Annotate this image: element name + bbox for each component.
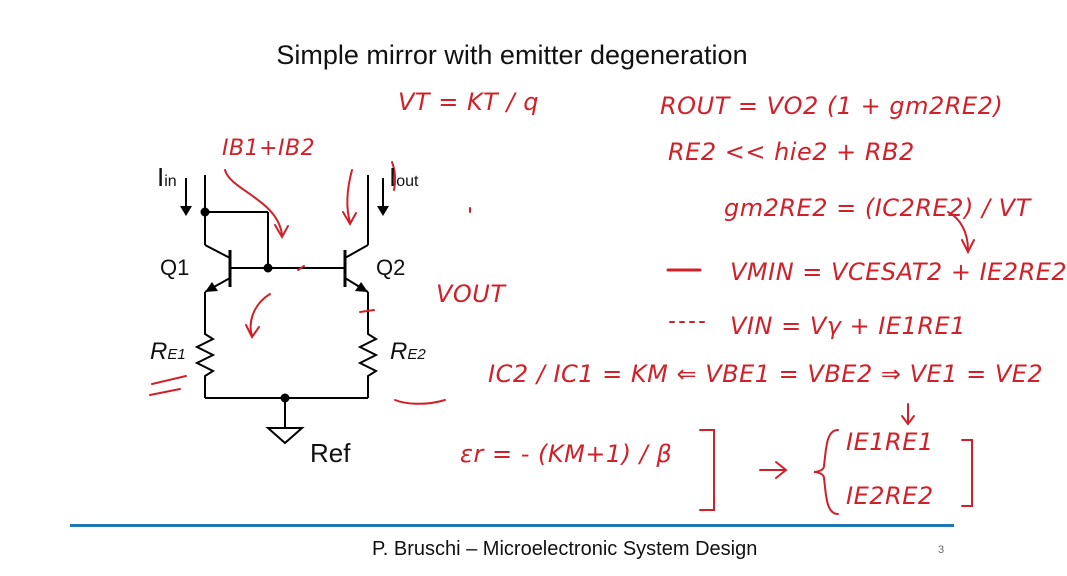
gm-curve-arrow bbox=[947, 211, 969, 251]
iin-label: Iin bbox=[157, 162, 177, 193]
brace-left bbox=[813, 429, 839, 515]
implies-arrow bbox=[759, 461, 788, 479]
vin-formula: VIN = Vγ + IE1RE1 bbox=[730, 312, 966, 340]
iin-label-main: I bbox=[157, 162, 165, 192]
down-arrow-vin bbox=[901, 403, 915, 426]
footer-rule bbox=[70, 524, 954, 527]
error-formula: εr = - (KM+1) / β bbox=[460, 440, 673, 468]
re1-underline-1 bbox=[151, 375, 187, 385]
ib-sum-note: IB1+IB2 bbox=[222, 136, 316, 161]
re1-resistor bbox=[194, 328, 216, 398]
iout-label-main: I bbox=[389, 162, 397, 192]
q2-emitter-mark bbox=[359, 309, 375, 313]
ie1re1-note: IE1RE1 bbox=[846, 428, 934, 456]
handwritten-strokes bbox=[666, 211, 975, 515]
footer-text: P. Bruschi – Microelectronic System Desi… bbox=[372, 538, 758, 560]
ref-label: Ref bbox=[310, 438, 351, 468]
slide-title: Simple mirror with emitter degeneration bbox=[276, 40, 748, 70]
q2-collector-diag bbox=[344, 244, 369, 259]
vt-formula: VT = KT / q bbox=[398, 88, 539, 116]
emitter-current-arrow bbox=[249, 293, 271, 336]
gm-formula: gm2RE2 = (IC2RE2) / VT bbox=[724, 194, 1031, 222]
re1-label-main: R bbox=[150, 338, 168, 365]
re1-label: RE1 bbox=[150, 338, 186, 366]
q1-emitter-arrowhead bbox=[205, 282, 218, 292]
ib-arrow-right-head bbox=[342, 211, 357, 227]
brace-right bbox=[961, 439, 973, 507]
re2-label-sub: E2 bbox=[407, 346, 426, 363]
ie2re2-note: IE2RE2 bbox=[846, 482, 934, 510]
gm-curve-arrow-head bbox=[961, 239, 975, 255]
q2-label: Q2 bbox=[376, 255, 406, 280]
iout-arrowhead bbox=[377, 206, 389, 216]
ratio-formula: IC2 / IC1 = KM ⇐ VBE1 = VBE2 ⇒ VE1 = VE2 bbox=[488, 360, 1044, 388]
re1-underline-2 bbox=[149, 388, 181, 396]
q1-label: Q1 bbox=[160, 255, 190, 280]
base-mark bbox=[297, 265, 305, 271]
node-ref bbox=[280, 393, 290, 403]
ib-arrow-left-head bbox=[274, 224, 289, 240]
circuit-schematic bbox=[149, 161, 471, 445]
re2-label-main: R bbox=[390, 338, 408, 365]
q2-emitter-arrowhead bbox=[355, 282, 368, 292]
iout-label: Iout bbox=[389, 162, 418, 193]
iout-tick bbox=[391, 161, 397, 191]
re2-underline bbox=[394, 399, 446, 405]
emitter-current-arrow-head bbox=[245, 324, 260, 339]
node-q1-collector bbox=[200, 207, 210, 217]
re2-condition: RE2 << hie2 + RB2 bbox=[668, 138, 915, 166]
vmin-formula: VMIN = VCESAT2 + IE2RE2 bbox=[730, 258, 1067, 286]
re2-resistor bbox=[357, 328, 379, 398]
node-base bbox=[263, 263, 273, 273]
vout-note: VOUT bbox=[436, 280, 506, 308]
re2-label: RE2 bbox=[390, 338, 426, 366]
page-number: 3 bbox=[938, 544, 945, 556]
q1-collector-diag bbox=[204, 244, 231, 259]
iin-arrowhead bbox=[180, 206, 192, 216]
re1-label-sub: E1 bbox=[167, 346, 186, 363]
ib-arrow-right bbox=[346, 169, 353, 223]
ref-ground-symbol bbox=[265, 427, 305, 445]
ib-arrow-left bbox=[224, 169, 283, 236]
iin-label-sub: in bbox=[164, 173, 177, 190]
rout-formula: ROUT = VO2 (1 + gm2RE2) bbox=[660, 92, 1004, 120]
bracket-right bbox=[699, 429, 715, 511]
iout-label-sub: out bbox=[396, 173, 419, 190]
